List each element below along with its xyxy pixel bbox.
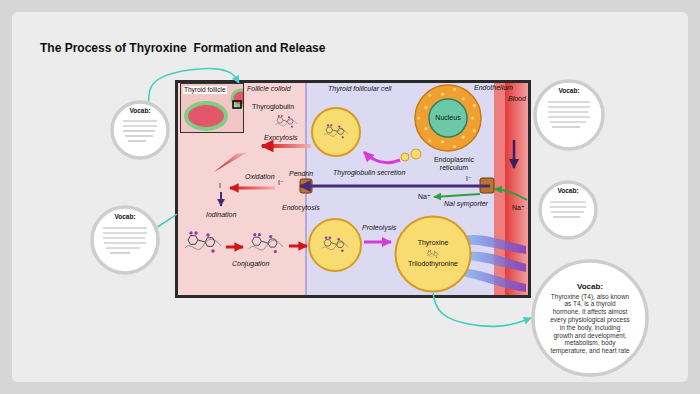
organelle-label: Endoplasmic reticulum bbox=[432, 156, 476, 172]
vesicle-outline bbox=[394, 215, 472, 293]
inset-label: Thyroid follicle bbox=[183, 86, 227, 94]
callout-heading: Vocab: bbox=[548, 187, 588, 195]
text-column: Nucleus bbox=[428, 114, 468, 122]
callout-heading: Vocab: bbox=[547, 87, 591, 95]
callout-body: Thyroxine (T4), also known as T4, is a t… bbox=[550, 293, 630, 355]
callout-heading: Vocab: bbox=[120, 107, 160, 115]
process-label: Proteolysis bbox=[362, 224, 396, 232]
channel-label: Pendrin bbox=[289, 170, 313, 178]
callout-heading: Vocab: bbox=[550, 282, 630, 292]
hormone-vesicle: ThyroxineTriiodothyronine bbox=[394, 215, 472, 293]
text-column: Vocab: bbox=[547, 87, 591, 95]
process-label: Exocytosis bbox=[264, 134, 297, 142]
text-column: Vocab: bbox=[103, 213, 147, 221]
process-label: Iodination bbox=[206, 211, 236, 219]
hormone-label: Triiodothyronine bbox=[402, 260, 464, 268]
title: The Process of Thyroxine Formation and R… bbox=[40, 41, 325, 55]
region-label: Blood bbox=[508, 95, 526, 103]
leader-line bbox=[149, 68, 239, 101]
vocab-callout: Vocab: bbox=[538, 180, 598, 240]
molecule-label: Thyroglobulin bbox=[252, 103, 294, 111]
text-column: Vocab:Thyroxine (T4), also known as T4, … bbox=[550, 282, 630, 355]
process-label: Endocytosis bbox=[282, 204, 320, 212]
ion-label: Na⁺ bbox=[512, 204, 525, 212]
process-label: Oxidation bbox=[245, 173, 275, 181]
channel-label: NaI symporter bbox=[444, 200, 488, 208]
text-column: Vocab: bbox=[548, 187, 588, 195]
vocab-callout: Vocab:Thyroxine (T4), also known as T4, … bbox=[531, 259, 649, 377]
vocab-callout: Vocab: bbox=[110, 100, 170, 160]
callout-heading: Vocab: bbox=[103, 213, 147, 221]
region-label: Follicle colloid bbox=[247, 85, 291, 93]
process-label: Thyroglobulin secretion bbox=[333, 169, 405, 177]
ion-label: I bbox=[219, 182, 221, 190]
ion-label: Na⁺ bbox=[418, 193, 431, 201]
vocab-callout: Vocab: bbox=[533, 79, 605, 151]
text-column: Vocab: bbox=[120, 107, 160, 115]
text-column: ThyroxineTriiodothyronine bbox=[402, 239, 464, 269]
follicular-cell-region: NucleusThyroxineTriiodothyronine Thyroid … bbox=[306, 82, 494, 295]
nucleus: Nucleus bbox=[414, 84, 482, 152]
hormone-label: Thyroxine bbox=[402, 239, 464, 247]
thyroid-follicle-inset: Thyroid follicle bbox=[180, 83, 244, 133]
ion-label: I⁻ bbox=[466, 175, 472, 183]
process-label: Conjugation bbox=[232, 260, 269, 268]
leader-line bbox=[157, 214, 177, 227]
vocab-callout: Vocab: bbox=[90, 205, 160, 275]
leader-line bbox=[433, 293, 531, 326]
organelle-label: Nucleus bbox=[428, 114, 468, 122]
region-label: Thyroid follicular cell bbox=[328, 85, 391, 93]
region-label: Endothelium bbox=[474, 84, 513, 92]
ion-label: I⁻ bbox=[278, 179, 284, 187]
